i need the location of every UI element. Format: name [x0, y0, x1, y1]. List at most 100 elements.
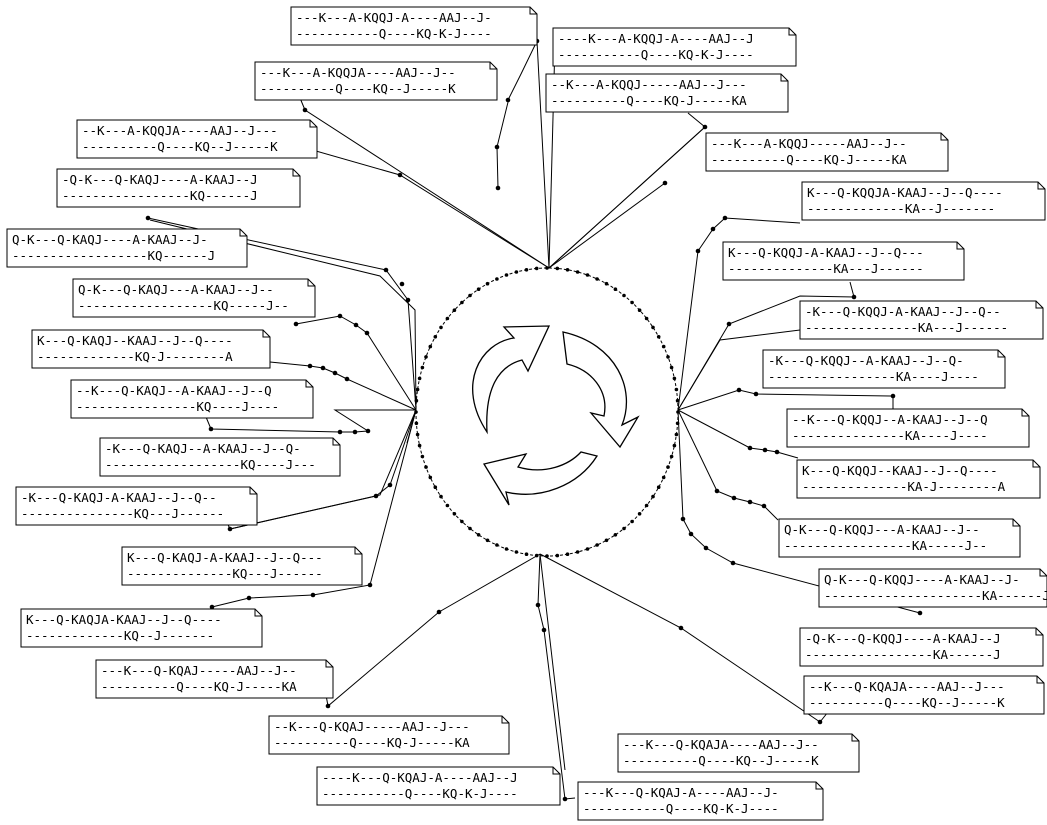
note-box: Q-K---Q-KQQJ----A-KAAJ--J---------------…	[818, 568, 1047, 608]
note-line-1: --K---Q-KQAJ-----AAJ--J---	[274, 719, 470, 734]
note-line-1: ---K---A-KQQJ-A----AAJ--J-	[296, 10, 492, 25]
hub-dot	[417, 376, 422, 381]
connector	[677, 389, 894, 411]
hub-dot	[460, 300, 464, 305]
connector	[677, 409, 779, 521]
hub-dot	[524, 268, 529, 272]
note-box: Q-K---Q-KQQJ---A-KAAJ--J----------------…	[778, 518, 1021, 558]
hub-dot	[452, 308, 457, 313]
hub-dot	[476, 533, 481, 537]
connector	[677, 409, 799, 459]
hub-dot	[630, 300, 634, 305]
hub-dot	[439, 494, 443, 499]
note-line-1: --K---Q-KAQJ--A-KAAJ--J--Q	[76, 383, 272, 398]
hub-dot	[460, 519, 464, 524]
center-hub	[414, 266, 680, 558]
note-box: --K---Q-KAQJ--A-KAAJ--J--Q--------------…	[70, 379, 314, 419]
note-line-2: -----------Q----KQ-K-J----	[296, 26, 492, 41]
note-line-1: K---Q-KAQJ--KAAJ--J--Q----	[37, 333, 233, 348]
connector	[295, 315, 417, 411]
cycle-arrows-icon	[472, 325, 640, 506]
note-frame	[786, 408, 1030, 448]
cycle-arrow-right	[562, 331, 640, 449]
note-line-2: ---------------------KA------J	[824, 588, 1047, 603]
connector	[149, 219, 417, 411]
note-line-2: -------------KA--J-------	[807, 201, 995, 216]
note-line-2: ----------Q----KQ-J-----KA	[711, 152, 907, 167]
note-line-1: -K---Q-KQQJ-A-KAAJ--J--Q--	[805, 304, 1001, 319]
hub-dot	[445, 503, 450, 508]
note-frame	[617, 733, 860, 773]
hub-dot	[674, 387, 679, 392]
hub-dot	[575, 270, 580, 274]
note-line-2: ----------Q----KQ--J-----K	[260, 81, 456, 96]
note-line-2: --------------KQ---J------	[127, 566, 323, 581]
note-line-2: ----------------KQ----J----	[76, 399, 279, 414]
note-frame	[99, 437, 341, 477]
note-frame	[31, 329, 271, 369]
note-line-1: ---K---Q-KQAJA----AAJ--J--	[623, 737, 819, 752]
note-frame	[56, 168, 301, 208]
hub-dot	[565, 552, 570, 556]
note-line-1: --K---A-KQQJ-----AAJ--J---	[551, 77, 747, 92]
note-line-2: ----------Q----KQ--J-----K	[623, 753, 819, 768]
note-line-1: -K---Q-KAQJ-A-KAAJ--J--Q--	[21, 490, 217, 505]
hub-dot	[428, 475, 433, 480]
connector	[147, 217, 417, 411]
hub-dot	[604, 281, 609, 286]
hub-dot	[585, 547, 590, 551]
hub-dot	[433, 485, 438, 490]
note-line-2: ---------------KQ---J------	[21, 506, 224, 521]
hub-dot	[495, 543, 499, 547]
hub-dot	[504, 547, 509, 551]
note-frame	[799, 300, 1044, 340]
note-line-2: -----------Q----KQ-K-J----	[558, 47, 754, 62]
connector	[548, 126, 706, 269]
hub-dot	[622, 526, 626, 531]
note-line-1: K---Q-KAQJA-KAAJ--J--Q----	[26, 612, 222, 627]
note-box: ----K---Q-KQAJ-A----AAJ--J-----------Q--…	[316, 766, 561, 806]
hub-dot	[637, 512, 642, 516]
hub-dot	[661, 475, 666, 480]
note-box: ---K---A-KQQJA----AAJ--J------------Q---…	[254, 61, 498, 101]
note-line-2: -----------Q----KQ-K-J----	[583, 801, 779, 816]
hub-dot	[555, 553, 560, 558]
note-frame	[6, 228, 248, 268]
hub-dot	[468, 293, 472, 298]
note-line-2: ---------------KA----J----	[792, 428, 988, 443]
cycle-arrow-bottom	[482, 451, 599, 506]
hub-dot	[651, 494, 655, 499]
note-frame	[778, 518, 1021, 558]
note-box: K---Q-KQQJ-A-KAAJ--J--Q-----------------…	[722, 241, 965, 281]
note-frame	[20, 608, 263, 648]
note-line-1: --K---Q-KQAJA----AAJ--J---	[809, 679, 1005, 694]
connector	[496, 40, 550, 269]
note-line-1: ----K---Q-KQAJ-A----AAJ--J	[322, 770, 518, 785]
hub-dot	[415, 387, 420, 392]
note-box: --K---Q-KQAJ-----AAJ--J-------------Q---…	[268, 715, 510, 755]
hub-dot	[575, 550, 580, 554]
note-line-1: -K---Q-KQQJ--A-KAAJ--J--Q-	[768, 353, 964, 368]
note-line-2: ----------Q----KQ-J-----KA	[274, 735, 470, 750]
note-line-2: -----------Q----KQ-K-J----	[322, 786, 518, 801]
note-frame	[799, 627, 1044, 667]
note-line-1: K---Q-KQQJ-A-KAAJ--J--Q---	[728, 245, 924, 260]
note-line-2: ------------------KQ----J---	[105, 457, 316, 472]
hub-dot	[595, 543, 599, 547]
note-line-1: Q-K---Q-KQQJ----A-KAAJ--J-	[824, 572, 1020, 587]
note-box: ----K---A-KQQJ-A----AAJ--J-----------Q--…	[552, 27, 797, 67]
connector	[299, 97, 550, 269]
note-frame	[705, 132, 949, 172]
hub-dot	[613, 287, 618, 292]
hub-dot	[604, 538, 609, 543]
hub-dot	[476, 287, 481, 292]
note-box: K---Q-KAQJ-A-KAAJ--J--Q-----------------…	[121, 546, 363, 586]
cycle-arrow-top-left	[472, 325, 551, 435]
connector	[677, 329, 801, 411]
note-box: --K---Q-KQAJA----AAJ--J-------------Q---…	[803, 675, 1045, 715]
hub-circle-dots	[414, 266, 680, 558]
note-line-1: ---K---Q-KQAJ-A----AAJ--J-	[583, 785, 779, 800]
hub-dot	[644, 316, 649, 321]
